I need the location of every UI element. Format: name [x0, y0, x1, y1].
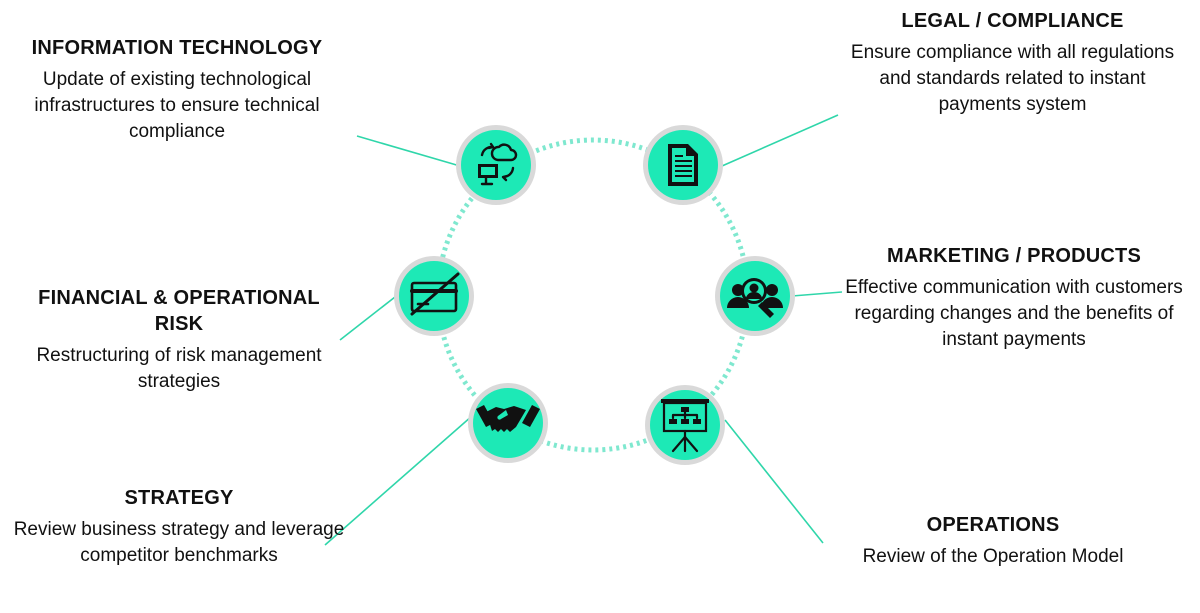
document-icon	[668, 144, 698, 186]
area-title: OPERATIONS	[926, 514, 1060, 536]
area-description: Restructuring of risk management strateg…	[36, 345, 322, 392]
crossed-card-icon	[410, 272, 460, 316]
connector-operations	[724, 419, 824, 544]
area-description: Review business strategy and leverage co…	[13, 519, 345, 566]
node-strategy	[468, 383, 548, 463]
presentation-board-icon	[661, 399, 709, 453]
area-description: Ensure compliance with all regulations a…	[850, 42, 1175, 115]
block-strategy: STRATEGY Review business strategy and le…	[4, 485, 354, 569]
node-financial-operational-risk	[394, 256, 474, 336]
node-legal-compliance	[643, 125, 723, 205]
area-title: STRATEGY	[124, 487, 234, 509]
area-title: LEGAL / COMPLIANCE	[901, 10, 1124, 32]
area-title: MARKETING / PRODUCTS	[887, 245, 1141, 267]
connector-marketing	[791, 291, 843, 297]
connector-legal	[721, 114, 839, 167]
customer-search-icon	[727, 278, 783, 318]
block-legal-compliance: LEGAL / COMPLIANCE Ensure compliance wit…	[845, 8, 1180, 118]
node-marketing-products	[715, 256, 795, 336]
area-description: Effective communication with customers r…	[845, 277, 1183, 350]
connector-risk	[339, 296, 396, 341]
area-description: Review of the Operation Model	[862, 546, 1124, 567]
cloud-computer-sync-icon	[478, 142, 518, 186]
area-description: Update of existing technological infrast…	[34, 69, 320, 142]
block-financial-operational-risk: FINANCIAL & OPERATIONAL RISK Restructuri…	[14, 285, 344, 395]
block-information-technology: INFORMATION TECHNOLOGY Update of existin…	[2, 35, 352, 145]
node-information-technology	[456, 125, 536, 205]
node-operations	[645, 385, 725, 465]
block-marketing-products: MARKETING / PRODUCTS Effective communica…	[838, 243, 1190, 353]
block-operations: OPERATIONS Review of the Operation Model	[818, 512, 1168, 570]
handshake-icon	[476, 405, 540, 432]
area-title: INFORMATION TECHNOLOGY	[31, 37, 323, 59]
connector-it	[356, 135, 461, 167]
area-title: FINANCIAL & OPERATIONAL RISK	[38, 287, 320, 335]
connector-strategy	[324, 415, 473, 546]
